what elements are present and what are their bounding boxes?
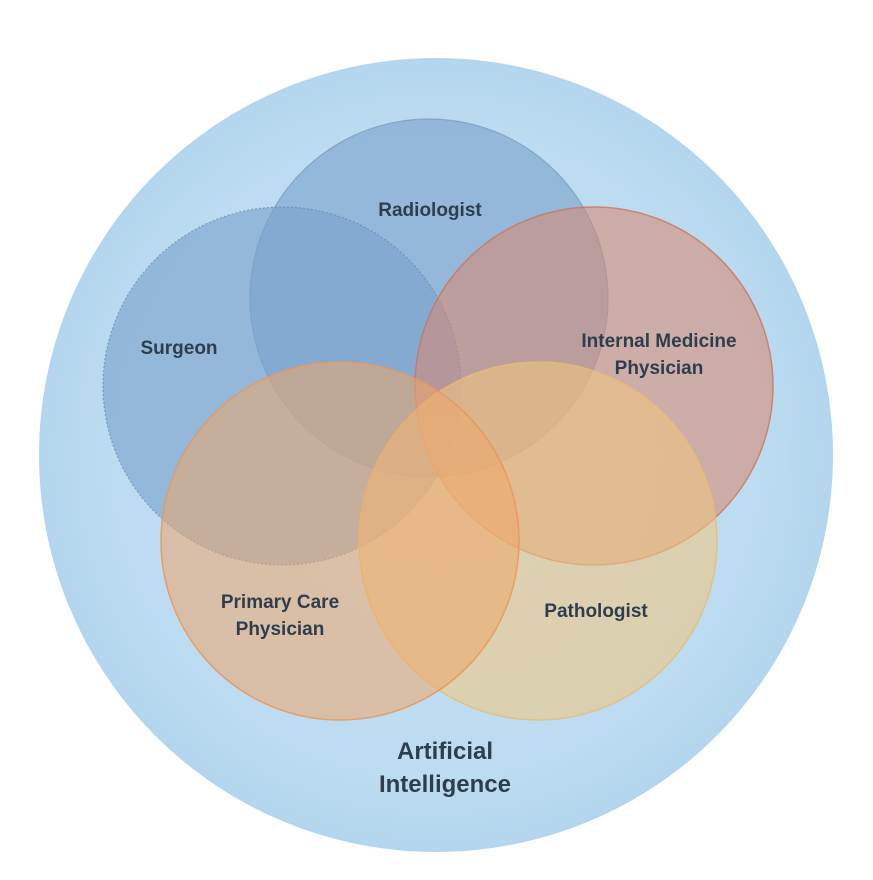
artificial-intelligence-label-line2: Intelligence bbox=[379, 771, 511, 798]
internal-medicine-label-line1: Internal Medicine bbox=[581, 331, 736, 352]
internal-medicine-label-line2: Physician bbox=[615, 358, 704, 379]
surgeon-label: Surgeon bbox=[140, 338, 217, 359]
radiologist-label: Radiologist bbox=[378, 200, 482, 221]
artificial-intelligence-label-line1: Artificial bbox=[397, 738, 493, 765]
primary-care-circle bbox=[160, 361, 520, 721]
primary-care-label-line1: Primary Care bbox=[221, 592, 339, 613]
primary-care-label-line2: Physician bbox=[236, 619, 325, 640]
pathologist-label: Pathologist bbox=[544, 601, 648, 622]
